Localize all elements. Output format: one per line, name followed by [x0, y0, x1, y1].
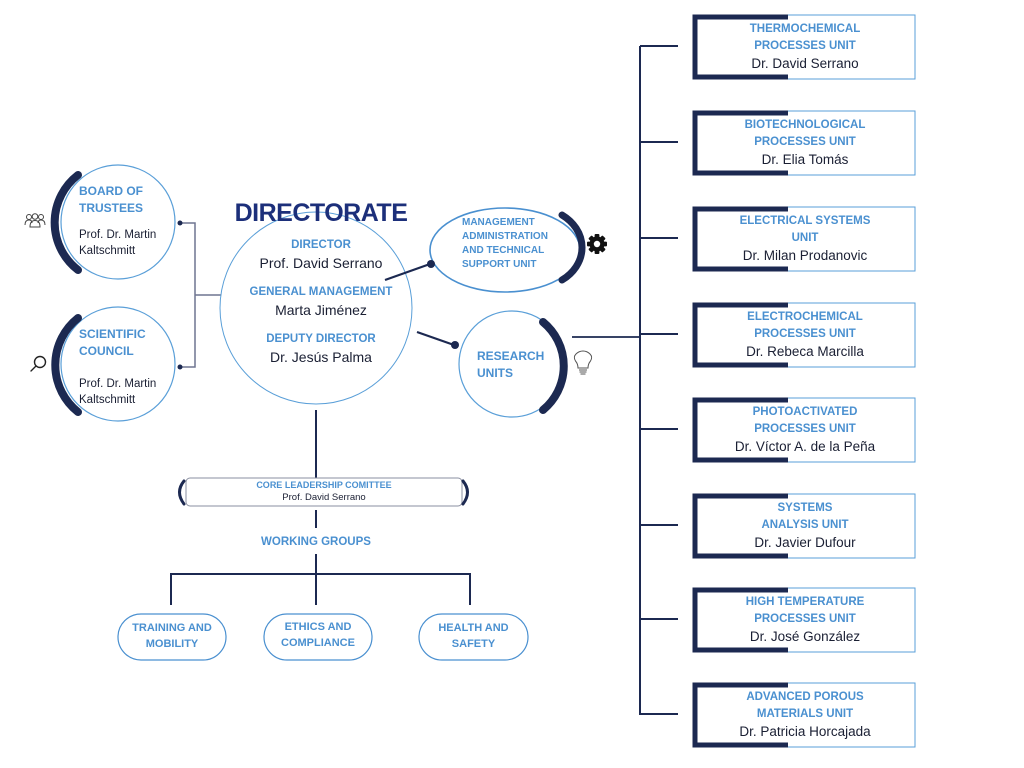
core-leadership-right-bracket	[461, 479, 469, 506]
unit-head: Dr. Milan Prodanovic	[742, 248, 868, 263]
left-connector	[180, 222, 221, 368]
core-leadership-box	[185, 477, 463, 507]
working-group-pill	[418, 613, 529, 661]
unit-head: Dr. Patricia Horcajada	[739, 724, 871, 739]
directorate-to-research-line	[416, 330, 455, 347]
role-label: DIRECTOR	[291, 239, 351, 251]
role-label: GENERAL MANAGEMENT	[249, 286, 393, 298]
role-person: Dr. Jesús Palma	[270, 349, 372, 365]
unit-frame	[692, 302, 916, 368]
scientific-council-arc	[51, 314, 82, 416]
board-of-trustees-circle	[60, 164, 176, 280]
people-group-icon	[24, 213, 46, 228]
unit-frame	[692, 14, 916, 80]
management-unit-title: MANAGEMENT ADMINISTRATION AND TECHNICAL …	[462, 217, 548, 270]
gear-icon	[587, 234, 607, 254]
directorate-title: DIRECTORATE	[234, 199, 408, 227]
role-person: Marta Jiménez	[275, 302, 367, 318]
working-group-pill	[263, 613, 373, 661]
lightbulb-icon	[573, 350, 593, 375]
working-groups-tree	[170, 554, 471, 605]
working-groups-title: WORKING GROUPS	[261, 536, 371, 548]
core-leadership-left-bracket	[178, 479, 186, 506]
magnifier-icon	[30, 355, 47, 372]
core-leadership[interactable]: CORE LEADERSHIP COMITTEE Prof. David Ser…	[186, 479, 462, 504]
unit-head: Dr. Rebeca Marcilla	[746, 344, 864, 359]
management-unit-arc	[558, 211, 586, 284]
unit-head: Dr. Elia Tomás	[761, 152, 849, 167]
unit-head: Dr. David Serrano	[751, 56, 859, 71]
core-leadership-title: CORE LEADERSHIP COMITTEE	[256, 480, 392, 490]
unit-frame	[692, 110, 916, 176]
core-leadership-person: Prof. David Serrano	[282, 492, 366, 503]
directorate-to-management-line	[384, 262, 431, 282]
unit-frame	[692, 682, 916, 748]
unit-head: Dr. José González	[749, 629, 861, 644]
management-unit[interactable]: MANAGEMENT ADMINISTRATION AND TECHNICAL …	[462, 216, 572, 272]
unit-head: Dr. Javier Dufour	[754, 535, 856, 550]
role-person: Prof. David Serrano	[259, 255, 383, 271]
scientific-council-circle	[60, 306, 176, 422]
unit-frame	[692, 587, 916, 653]
unit-frame	[692, 206, 916, 272]
directorate-roles[interactable]: DIRECTOR Prof. David Serrano GENERAL MAN…	[226, 237, 416, 366]
board-of-trustees-arc	[50, 171, 82, 274]
role-label: DEPUTY DIRECTOR	[266, 333, 376, 345]
unit-frame	[692, 397, 916, 463]
connector-dot	[177, 220, 183, 226]
connector-dot	[451, 341, 459, 349]
working-group-pill	[117, 613, 227, 661]
connector-dot	[177, 364, 183, 370]
research-units-arc	[539, 318, 568, 414]
unit-head: Dr. Víctor A. de la Peña	[734, 439, 876, 454]
directorate-circle	[219, 211, 413, 405]
unit-frame	[692, 493, 916, 559]
connector-dot	[427, 260, 435, 268]
